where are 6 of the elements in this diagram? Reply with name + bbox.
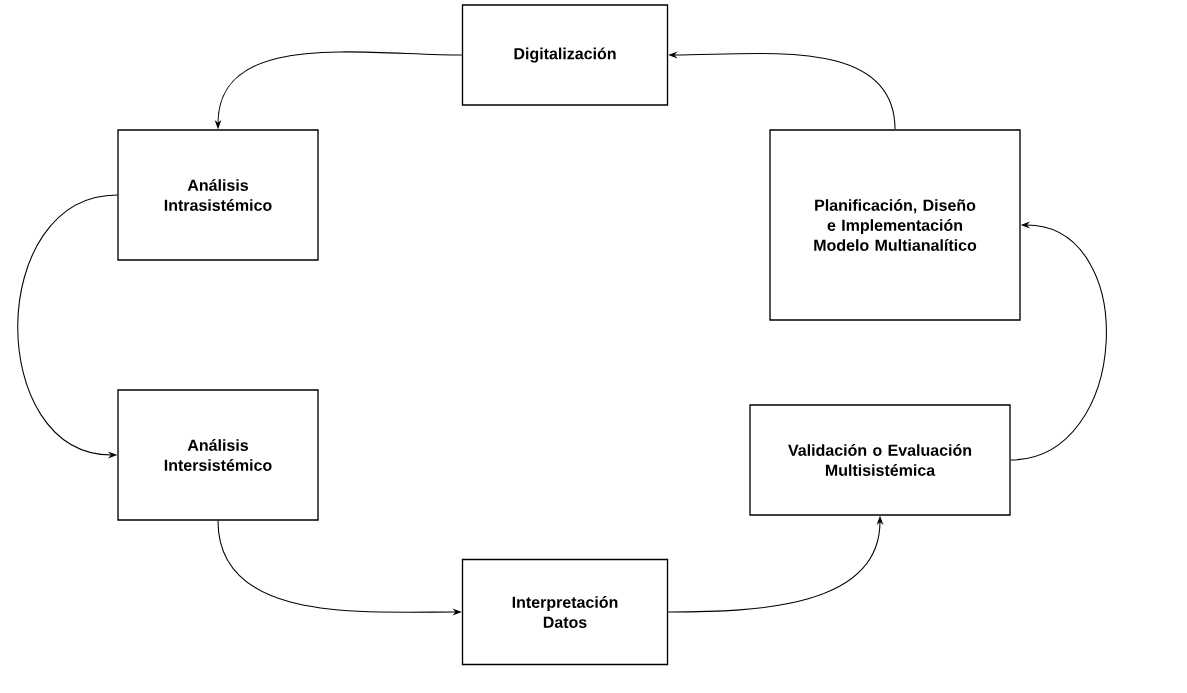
process-box: Digitalización bbox=[461, 4, 669, 106]
process-box: Análisis Intrasistémico bbox=[117, 129, 319, 261]
process-box: Interpretación Datos bbox=[461, 558, 669, 666]
process-box: Planificación, Diseño e Implementación Modelo Multianalítico bbox=[769, 129, 1021, 321]
process-box: Análisis Intersistémico bbox=[117, 389, 319, 521]
process-box: Validación o Evaluación Multisistémica bbox=[749, 404, 1011, 516]
